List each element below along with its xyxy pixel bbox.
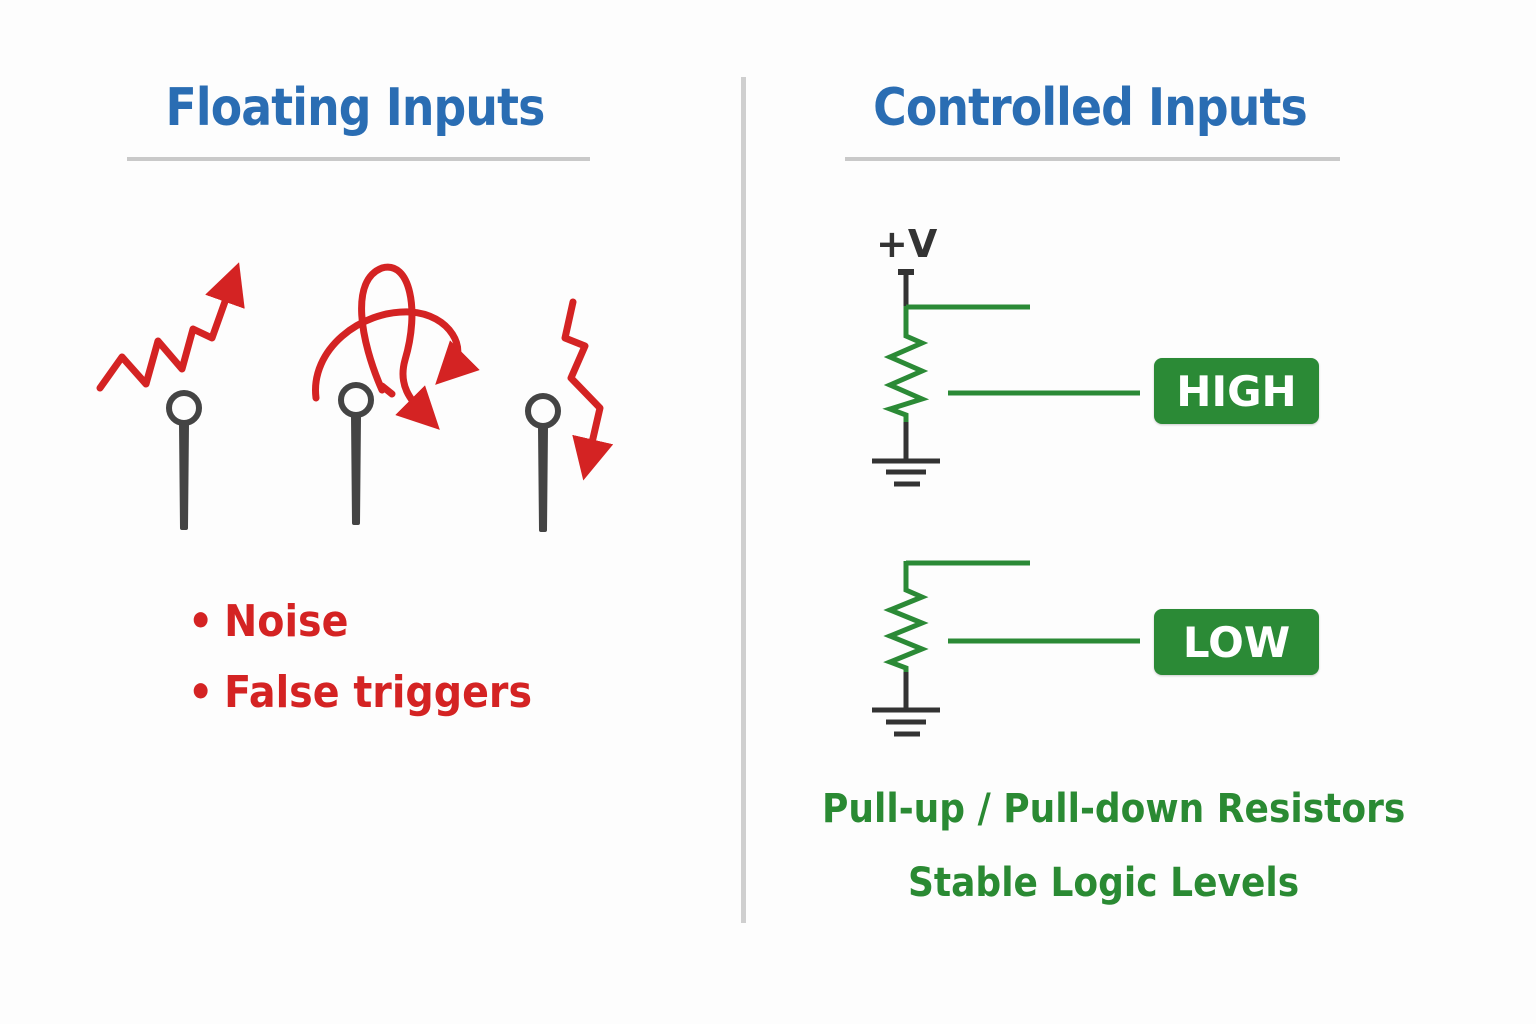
floating-inputs-title: Floating Inputs [165, 78, 546, 138]
title-underline [845, 157, 1340, 161]
noise-arrow-zigzag-up-icon [96, 262, 245, 392]
floating-pin-3 [525, 393, 561, 532]
pull-down-circuit [872, 560, 1140, 737]
floating-issues-list: •Noise •False triggers [188, 592, 570, 734]
supply-voltage-label: +V [876, 222, 938, 266]
noise-arrow-zigzag-down-icon [561, 298, 614, 481]
list-item: •False triggers [188, 667, 533, 718]
noise-arrow-loop-icon [312, 263, 480, 430]
ground-icon [872, 458, 940, 487]
floating-pin-1 [166, 390, 202, 530]
resistor-icon [883, 561, 929, 672]
list-item: •Noise [188, 596, 349, 647]
stable-levels-caption: Stable Logic Levels [908, 860, 1300, 906]
resistors-caption: Pull-up / Pull-down Resistors [822, 786, 1406, 832]
title-underline [127, 157, 590, 161]
panel-divider [741, 77, 746, 923]
pull-up-circuit [872, 269, 1140, 487]
low-state-badge: LOW [1154, 609, 1319, 675]
ground-icon [872, 707, 940, 737]
controlled-inputs-title: Controlled Inputs [873, 78, 1308, 138]
resistor-icon [882, 306, 930, 422]
high-state-badge: HIGH [1154, 358, 1319, 424]
floating-pin-2 [338, 382, 374, 525]
